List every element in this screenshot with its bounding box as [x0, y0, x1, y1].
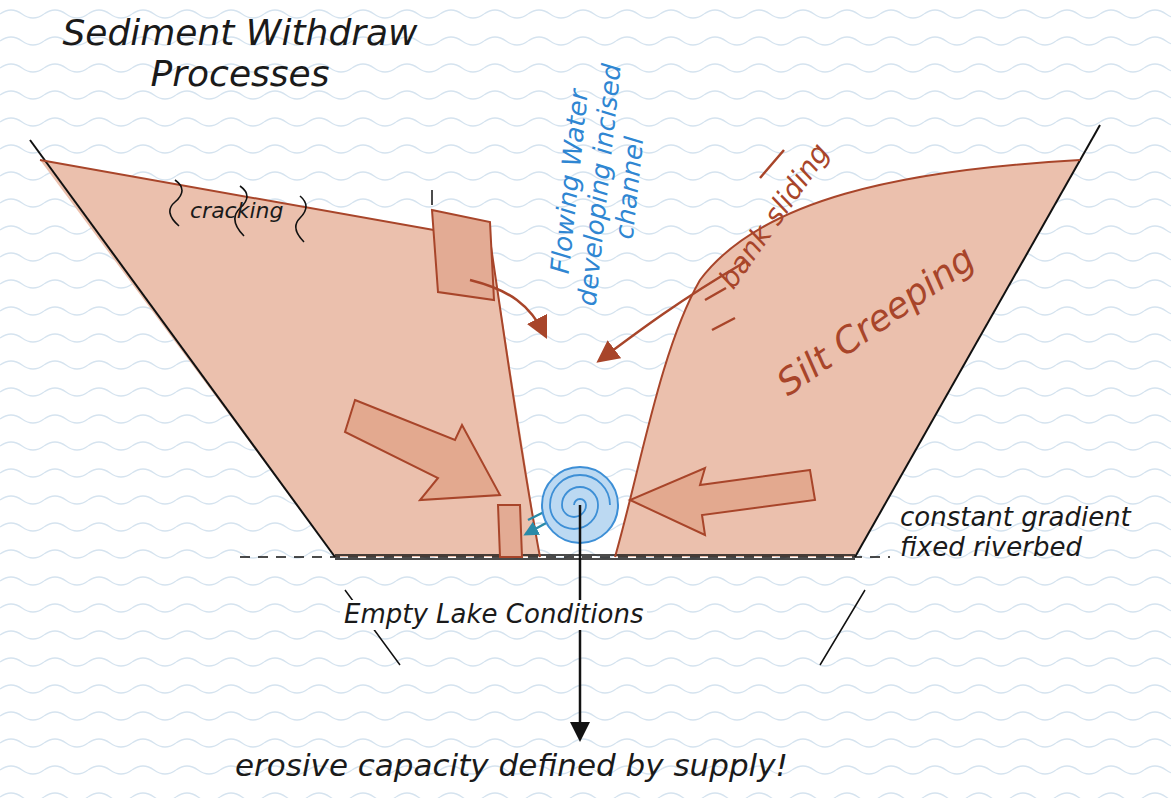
crack-mark [431, 190, 433, 205]
sediment-surface [40, 160, 490, 240]
channel-bank [490, 240, 540, 557]
pressure-arrow [345, 400, 500, 500]
condition-label: Empty Lake Conditions [340, 600, 647, 630]
falling-arrow [470, 280, 545, 335]
riverbed [335, 555, 855, 559]
sediment-left [40, 160, 540, 557]
small-block [498, 505, 522, 557]
gradient-line [240, 556, 890, 558]
cracks [170, 180, 306, 242]
pressure-arrow [630, 468, 815, 535]
riverbed-label: constant gradient fixed riverbed [900, 503, 1160, 563]
conclusion-label: erosive capacity defined by supply! [235, 748, 788, 784]
cracked-block [432, 210, 494, 300]
channel-bank [615, 160, 1080, 557]
title: Sediment Withdraw Processes [30, 12, 450, 95]
valley-wall [855, 125, 1100, 557]
sediment-right [615, 160, 1080, 557]
process-label: cracking [190, 198, 283, 223]
valley-wall [30, 140, 335, 557]
